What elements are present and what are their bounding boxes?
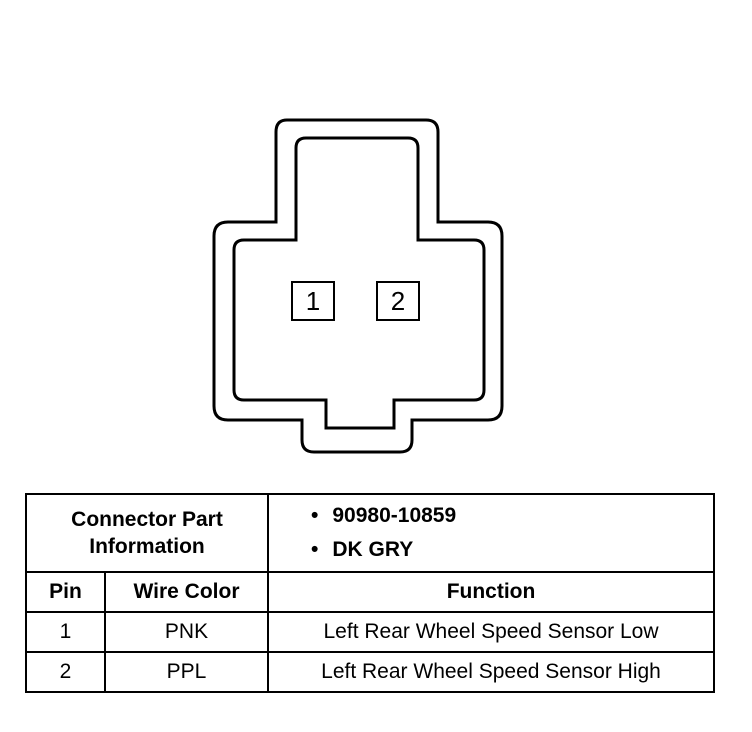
part-number: 90980-10859: [311, 499, 713, 533]
part-info-label: Connector Part Information: [24, 493, 270, 573]
connector-inner-outline: [232, 136, 486, 430]
header-row: Pin Wire Color Function: [25, 571, 716, 613]
pin-cavity-1: 1: [291, 281, 335, 321]
wire-color-cell: PNK: [103, 611, 270, 653]
function-cell: Left Rear Wheel Speed Sensor Low: [267, 611, 716, 653]
table-row: 1 PNK Left Rear Wheel Speed Sensor Low: [25, 611, 716, 653]
connector-color: DK GRY: [311, 533, 713, 567]
pin-number: 1: [305, 285, 321, 316]
function-header: Function: [267, 571, 716, 613]
connector-info-table: Connector Part Information 90980-10859 D…: [24, 493, 716, 693]
pin-cell: 1: [25, 611, 106, 653]
pin-cavity-2: 2: [376, 281, 420, 321]
wire-color-cell: PPL: [103, 651, 270, 693]
pin-header: Pin: [25, 571, 106, 613]
connector-outline-diagram: [212, 118, 504, 454]
table-row: 2 PPL Left Rear Wheel Speed Sensor High: [25, 651, 716, 693]
connector-outer-outline: [212, 118, 504, 454]
function-cell: Left Rear Wheel Speed Sensor High: [267, 651, 716, 693]
part-info-row: Connector Part Information 90980-10859 D…: [24, 493, 716, 573]
pin-number: 2: [390, 285, 406, 316]
wire-color-header: Wire Color: [103, 571, 270, 613]
pin-cell: 2: [25, 651, 106, 693]
part-info-values: 90980-10859 DK GRY: [267, 493, 716, 573]
